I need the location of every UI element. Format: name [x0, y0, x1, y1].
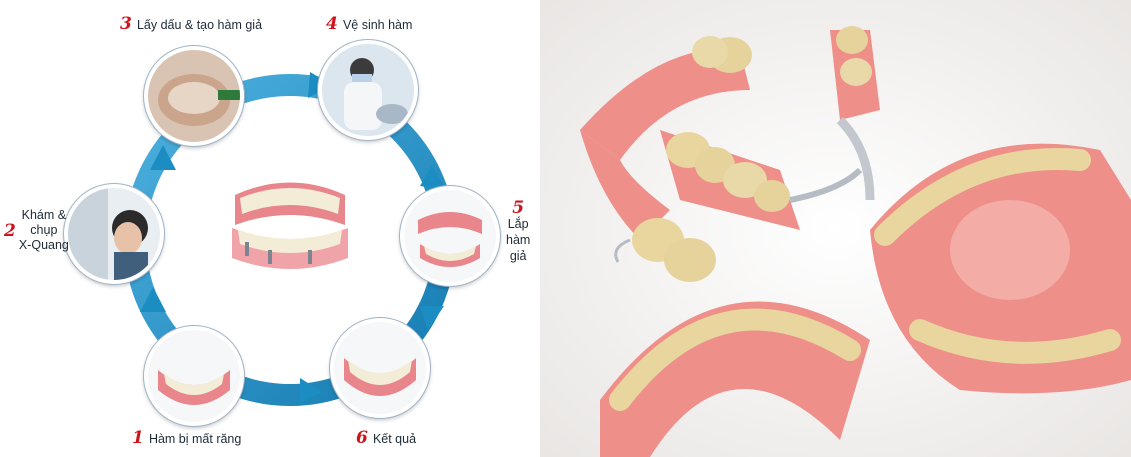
step-number: 1 — [132, 428, 144, 448]
step-label: Lấy dấu & tạo hàm giả — [136, 18, 263, 32]
arrow-head-5-6 — [420, 306, 444, 330]
arrow-head-1-2 — [140, 287, 166, 312]
denture-photo — [540, 0, 1131, 457]
step-4-image — [318, 40, 418, 140]
step-6-caption: 6 Kết quả — [356, 428, 416, 448]
step-label: Khám & — [21, 208, 67, 222]
step-number: 2 — [4, 220, 16, 241]
step-5-caption: 5 Lắp hàm giả — [506, 200, 530, 264]
step-label-line3: giả — [509, 249, 527, 263]
step-4-caption: 4 Vệ sinh hàm — [326, 14, 412, 34]
arrow-head-4-5 — [420, 165, 446, 190]
arrow-head-2-3 — [150, 145, 176, 170]
step-label: Kết quả — [372, 432, 417, 446]
center-denture-illustration — [232, 182, 348, 269]
arrow-head-1-6 — [300, 378, 322, 404]
process-diagram: 3 Lấy dấu & tạo hàm giả 4 Vệ sinh hàm 2 … — [0, 0, 540, 457]
step-label-line2: chụp — [30, 223, 58, 237]
step-label: Lắp — [507, 217, 529, 231]
step-number: 3 — [120, 14, 132, 34]
step-label: Hàm bị mất răng — [148, 432, 242, 446]
step-number: 5 — [512, 198, 525, 218]
step-2-image — [64, 184, 164, 284]
step-3-caption: 3 Lấy dấu & tạo hàm giả — [120, 14, 262, 34]
step-1-image — [144, 326, 244, 426]
step-2-caption: 2 Khám & chụp X-Quang — [4, 208, 69, 253]
denture-photo-drawing — [540, 0, 1131, 457]
step-number: 6 — [356, 428, 368, 448]
step-1-caption: 1 Hàm bị mất răng — [132, 428, 241, 448]
step-number: 4 — [326, 14, 338, 34]
step-3-image — [144, 46, 244, 146]
step-label: Vệ sinh hàm — [342, 18, 413, 32]
step-6-image — [330, 318, 430, 418]
step-label-line3: X-Quang — [18, 238, 69, 252]
step-label-line2: hàm — [506, 233, 531, 247]
step-5-image — [400, 186, 500, 286]
